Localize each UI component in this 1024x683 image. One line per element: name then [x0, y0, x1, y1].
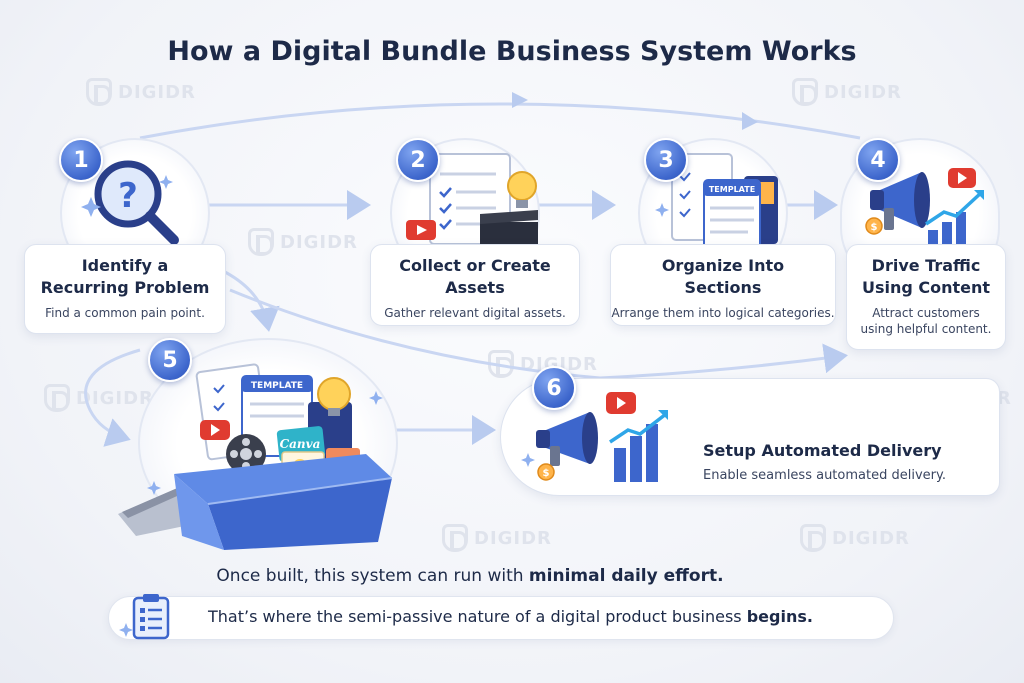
clipboard-checklist-icon: [119, 594, 170, 640]
megaphone-chart-icon: $: [865, 168, 984, 246]
step-3-title-line2: Sections: [684, 278, 762, 297]
note-banner: [108, 596, 894, 640]
step-6-badge: 6: [532, 366, 576, 410]
step-6-desc: Enable seamless automated delivery.: [703, 468, 946, 483]
documents-template-icon: TEMPLATE: [655, 153, 778, 251]
step-4-desc-line1: Attract customers: [872, 306, 980, 320]
arrow-top-arc: [139, 102, 861, 140]
arrow-1-to-5: [224, 270, 280, 332]
megaphone-growth-icon: $: [521, 392, 668, 482]
note-text: That’s where the semi-passive nature of …: [208, 607, 813, 626]
step-1-badge: 1: [59, 138, 103, 182]
step-1-title-line2: Recurring Problem: [40, 278, 210, 297]
watermark-logo-icon: [792, 78, 818, 106]
checklist-lightbulb-clapper-icon: [406, 153, 538, 248]
step-4-title-line1: Drive Traffic: [871, 256, 981, 275]
step-2-badge: 2: [396, 138, 440, 182]
arrow-top-head-1: [512, 92, 528, 108]
svg-text:$: $: [871, 222, 878, 233]
canva-label: Canva: [280, 437, 321, 451]
step-1-desc: Find a common pain point.: [45, 306, 205, 320]
watermark-logo-icon: [800, 524, 826, 552]
magnifier-question-icon: ?: [81, 160, 179, 245]
watermark-logo-icon: [248, 228, 274, 256]
step-5-badge: 5: [148, 338, 192, 382]
step-3-badge: 3: [644, 138, 688, 182]
summary-bold: minimal daily effort.: [528, 566, 724, 586]
watermark: DIGIDR: [792, 78, 902, 106]
step-4-badge: 4: [856, 138, 900, 182]
watermark: DIGIDR: [248, 228, 358, 256]
watermark: DIGIDR: [442, 524, 552, 552]
svg-text:$: $: [543, 468, 550, 479]
step-2-title-line2: Assets: [445, 278, 505, 297]
summary-text: Once built, this system can run with min…: [216, 566, 724, 586]
arrow-top-head-2: [742, 112, 758, 130]
template-label: TEMPLATE: [251, 381, 303, 391]
step-4-desc-line2: using helpful content.: [860, 322, 992, 336]
watermark: DIGIDR: [800, 524, 910, 552]
note-bold: begins.: [746, 607, 813, 626]
watermark-logo-icon: [442, 524, 468, 552]
step-2-title-line1: Collect or Create: [399, 256, 551, 275]
step-1-card: Identify a Recurring Problem Find a commo…: [24, 244, 226, 334]
watermark: DIGIDR: [44, 384, 154, 412]
watermark: DIGIDR: [86, 78, 196, 106]
step-3-desc: Arrange them into logical categories.: [611, 306, 835, 320]
arrow-5-loop: [84, 348, 141, 447]
watermark-logo-icon: [44, 384, 70, 412]
bundle-box-illustration: TEMPLATE Canva: [118, 363, 393, 550]
watermark-logo-icon: [86, 78, 112, 106]
step-2-desc: Gather relevant digital assets.: [384, 306, 566, 320]
step-6-title: Setup Automated Delivery: [703, 441, 942, 460]
step-1-title-line1: Identify a: [81, 256, 169, 275]
template-label: TEMPLATE: [709, 185, 755, 194]
step-4-title-line2: Using Content: [861, 278, 991, 297]
svg-text:?: ?: [118, 176, 138, 216]
arrow-6-to-4: [229, 288, 848, 380]
page-title: How a Digital Bundle Business System Wor…: [167, 36, 857, 67]
step-3-title-line1: Organize Into: [661, 256, 785, 275]
